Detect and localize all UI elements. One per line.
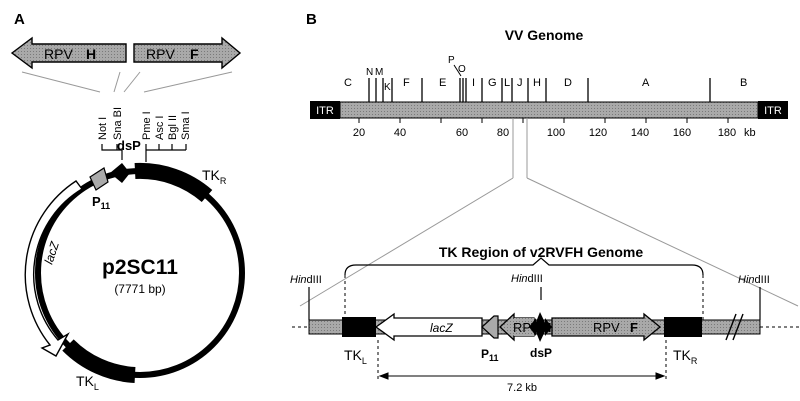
site-bgl-ii: Bgl II bbox=[167, 115, 179, 140]
panel-a: A RPV H RPV F Not I Sna BI Pme I Asc I B… bbox=[10, 11, 245, 392]
break-marks bbox=[725, 313, 744, 341]
rpv-f-label-b: RPV bbox=[593, 320, 620, 335]
axis-tick-20: 20 bbox=[353, 127, 365, 139]
rpv-h-fill-b bbox=[514, 318, 534, 336]
fragment-p-pointer bbox=[453, 64, 462, 77]
fragment-d: D bbox=[564, 77, 572, 89]
axis-tick-40: 40 bbox=[394, 127, 406, 139]
fragment-e: E bbox=[439, 77, 446, 89]
lacz-arrow-b bbox=[374, 312, 483, 342]
axis-tick-120: 120 bbox=[589, 127, 607, 139]
hindiii-site-lines bbox=[308, 287, 761, 320]
itr-left-label: ITR bbox=[316, 105, 334, 117]
fragment-i: I bbox=[472, 77, 475, 89]
fragment-a: A bbox=[642, 77, 650, 89]
rpv-h-label: RPV bbox=[44, 46, 73, 62]
p11-label-b: P11 bbox=[481, 347, 499, 363]
lacz-label-b: lacZ bbox=[430, 321, 453, 335]
plasmid-size: (7771 bp) bbox=[114, 282, 165, 296]
hindiii-label-1: HindIII bbox=[290, 274, 322, 286]
dsp-left-tip bbox=[529, 318, 536, 336]
fragment-h: H bbox=[533, 77, 541, 89]
dsp-promoter-b bbox=[534, 312, 547, 342]
tk-r-box bbox=[664, 317, 702, 337]
genome-bar bbox=[339, 101, 759, 119]
dsp-promoter-a bbox=[110, 163, 130, 183]
site-pme-i: Pme I bbox=[141, 111, 153, 140]
fragment-c: C bbox=[344, 77, 352, 89]
fragment-f: F bbox=[403, 77, 410, 89]
fragment-k: K bbox=[384, 82, 391, 93]
dsp-label-a: dsP bbox=[117, 138, 141, 153]
dsp-right-tip bbox=[545, 318, 552, 336]
axis-tick-60: 60 bbox=[456, 127, 468, 139]
rpv-f-arrow-b bbox=[551, 312, 662, 342]
fragment-b: B bbox=[740, 77, 747, 89]
fragment-l: L bbox=[504, 77, 510, 89]
lacz-label-a: lacZ bbox=[42, 239, 63, 266]
rpv-f-letter-b: F bbox=[630, 320, 638, 335]
site-not-i: Not I bbox=[97, 117, 109, 140]
tk-l-label-a: TKL bbox=[76, 373, 99, 392]
p11-label-a: P11 bbox=[92, 194, 110, 211]
tk-r-label-a: TKR bbox=[202, 167, 227, 186]
tk-l-segment bbox=[62, 339, 136, 383]
genome-axis-ticks bbox=[358, 118, 729, 123]
fragment-n: N bbox=[366, 67, 373, 78]
tk-r-segment bbox=[134, 162, 213, 203]
distance-measure bbox=[378, 372, 666, 380]
zoom-lines bbox=[299, 118, 799, 307]
panel-a-letter: A bbox=[14, 11, 25, 28]
tk-region-brace bbox=[344, 257, 704, 276]
fragment-o: O bbox=[458, 64, 466, 75]
rpv-h-arrow: RPV H bbox=[10, 36, 127, 70]
rpv-f-arrow: RPV F bbox=[133, 36, 242, 70]
panel-b-letter: B bbox=[306, 11, 317, 28]
p11-promoter-a bbox=[89, 167, 109, 191]
rpv-f-letter: F bbox=[190, 46, 199, 62]
dsp-label-b: dsP bbox=[530, 346, 552, 360]
site-asc-i: Asc I bbox=[154, 116, 166, 140]
axis-tick-180: 180 bbox=[718, 127, 736, 139]
site-brackets bbox=[101, 144, 187, 162]
axis-tick-140: 140 bbox=[631, 127, 649, 139]
rpv-h-letter: H bbox=[86, 46, 96, 62]
axis-unit: kb bbox=[744, 127, 756, 139]
axis-tick-100: 100 bbox=[547, 127, 565, 139]
tk-l-box bbox=[342, 317, 376, 337]
tk-r-label-b: TKR bbox=[673, 347, 698, 366]
distance-label: 7.2 kb bbox=[507, 382, 537, 394]
itr-right-label: ITR bbox=[764, 105, 782, 117]
rpv-f-label: RPV bbox=[146, 46, 175, 62]
itr-left-box bbox=[310, 101, 340, 119]
plasmid-name: p2SC11 bbox=[102, 256, 178, 279]
tk-region-dashes bbox=[292, 275, 800, 382]
lacz-arrow bbox=[24, 180, 84, 357]
panel-b: B VV Genome ITR ITR C N M bbox=[290, 11, 800, 394]
tk-region-title: TK Region of v2RVFH Genome bbox=[439, 244, 644, 260]
genome-title: VV Genome bbox=[505, 27, 584, 43]
rpv-h-letter-b: H bbox=[542, 320, 551, 335]
itr-right-box bbox=[758, 101, 788, 119]
fragment-g: G bbox=[488, 77, 497, 89]
fragment-m: M bbox=[375, 67, 383, 78]
site-sma-i: Sma I bbox=[180, 111, 192, 140]
hindiii-label-3: HindIII bbox=[738, 274, 770, 286]
axis-tick-160: 160 bbox=[673, 127, 691, 139]
hindiii-label-2: HindIII bbox=[511, 273, 543, 285]
fragment-j: J bbox=[517, 77, 523, 89]
fragment-boundaries bbox=[368, 78, 711, 102]
p11-promoter-b bbox=[481, 315, 499, 339]
axis-tick-80: 80 bbox=[497, 127, 509, 139]
tk-l-label-b: TKL bbox=[344, 347, 367, 366]
insert-connector-lines bbox=[21, 71, 233, 93]
site-sna-bi: Sna BI bbox=[112, 107, 124, 140]
fragment-p: P bbox=[448, 55, 455, 66]
